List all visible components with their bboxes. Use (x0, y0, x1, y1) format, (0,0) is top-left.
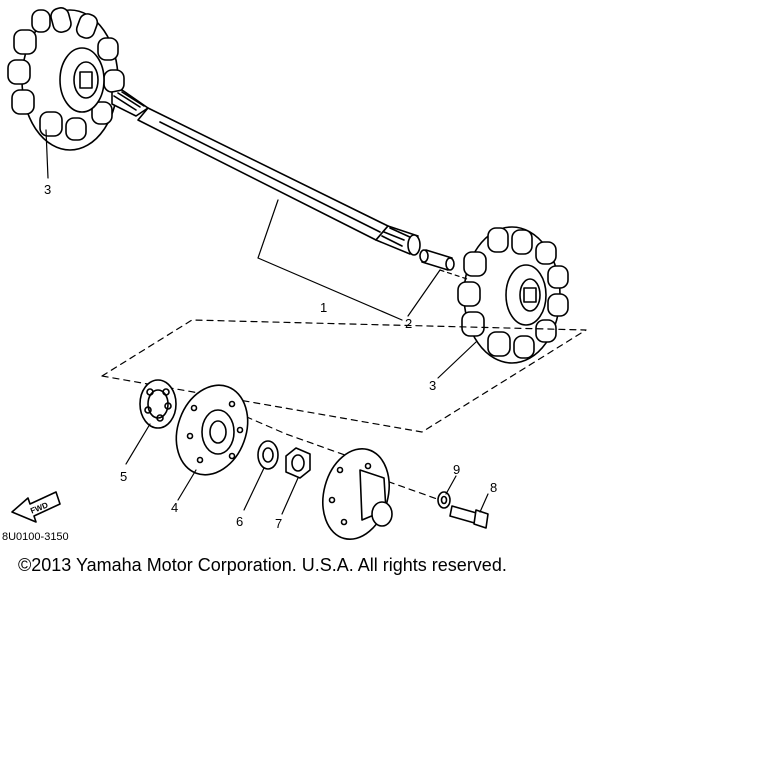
hub (322, 448, 393, 540)
callout-8: 8 (490, 480, 497, 495)
drive-shaft (111, 89, 421, 256)
pin (419, 249, 455, 271)
figure-code: 8U0100-3150 (2, 531, 69, 543)
callout-4: 4 (171, 500, 178, 515)
leader-lines (45, 129, 489, 515)
callout-3-upper: 3 (44, 182, 51, 197)
callout-3-right: 3 (429, 378, 436, 393)
fwd-arrow (11, 491, 61, 523)
callout-7: 7 (275, 516, 282, 531)
hex-nut (285, 447, 311, 479)
callout-5: 5 (120, 469, 127, 484)
sprocket-right (457, 226, 569, 364)
sprocket-upper-left (7, 7, 125, 151)
copyright-notice: ©2013 Yamaha Motor Corporation. U.S.A. A… (18, 555, 507, 575)
flange-plate (175, 384, 249, 476)
bearing (139, 379, 177, 429)
lock-washer (437, 491, 451, 509)
washer (257, 440, 279, 470)
callout-6: 6 (236, 514, 243, 529)
callout-9: 9 (453, 462, 460, 477)
callout-1: 1 (320, 300, 327, 315)
bolt (449, 505, 489, 529)
callout-2: 2 (405, 316, 412, 331)
